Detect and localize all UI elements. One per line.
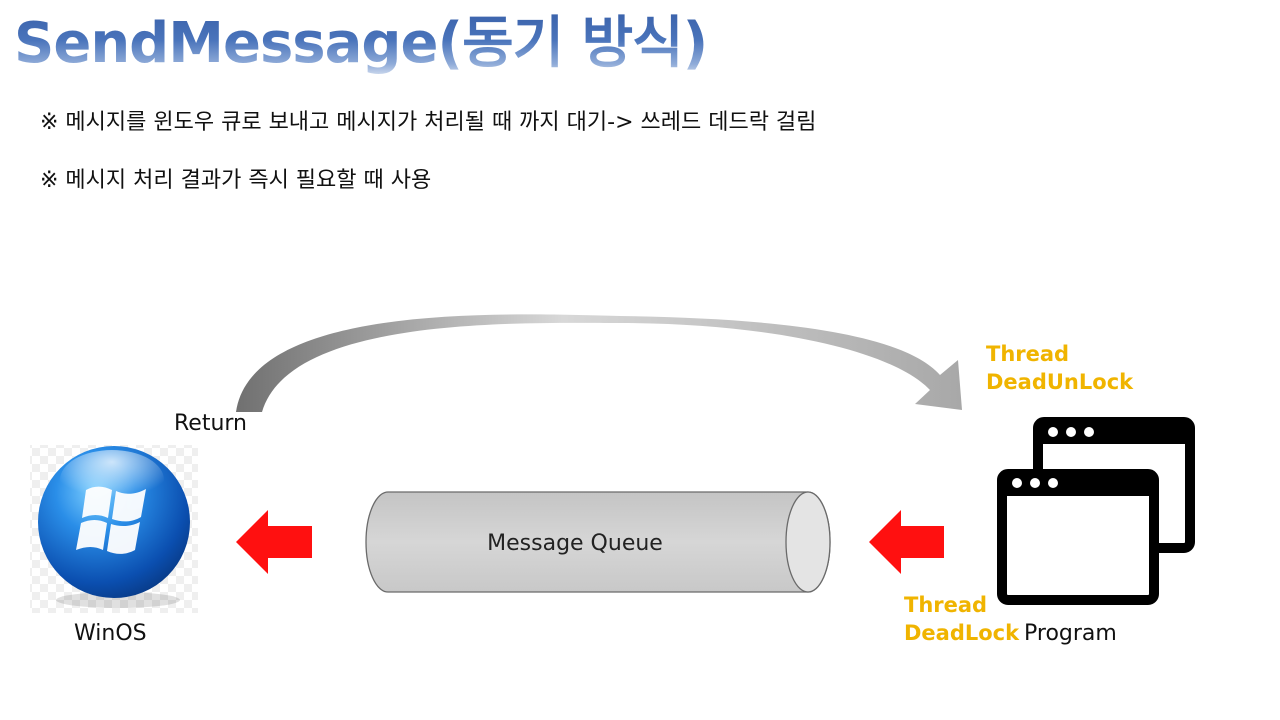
winos-label: WinOS: [74, 620, 147, 648]
deadlock-line-1: Thread: [904, 591, 987, 619]
program-label: Program: [1024, 620, 1117, 648]
deadunlock-line-2: DeadUnLock: [986, 368, 1133, 396]
deadlock-line-2: DeadLock: [904, 619, 1019, 647]
return-arrow: [236, 314, 962, 412]
deadunlock-line-1: Thread: [986, 340, 1069, 368]
message-queue-cylinder: Message Queue: [366, 492, 830, 592]
red-arrow-program-icon: [869, 510, 944, 574]
return-label: Return: [174, 410, 247, 438]
winos-logo: [30, 445, 198, 613]
message-queue-label: Message Queue: [487, 531, 663, 556]
program-windows-icon: [1002, 422, 1190, 600]
red-arrow-left-icon: [236, 510, 312, 574]
